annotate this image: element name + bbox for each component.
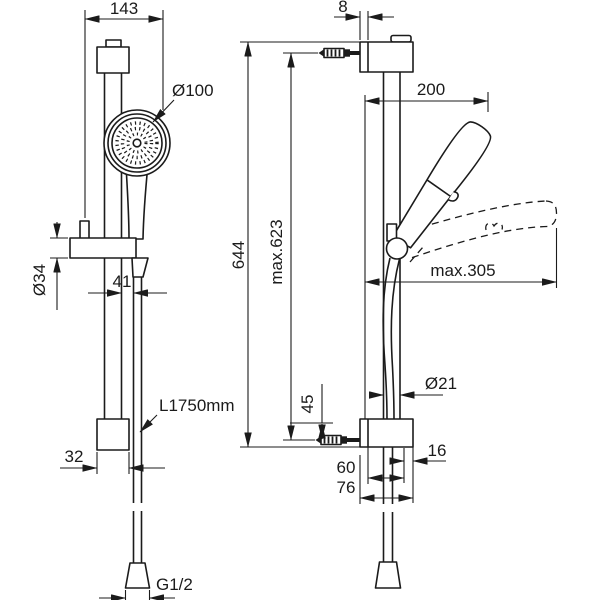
front-shower-head xyxy=(103,109,171,177)
front-top-bracket xyxy=(96,39,130,74)
front-handle xyxy=(125,163,149,240)
dim-holder-size: Ø34 xyxy=(30,222,68,310)
side-hose-lower xyxy=(374,447,402,589)
side-head-button xyxy=(448,190,459,202)
dim-45-label: 45 xyxy=(298,395,317,414)
front-slider-holder xyxy=(69,220,137,259)
dim-flange-depth: 8 xyxy=(334,0,394,40)
dim-screw-offset: 45 xyxy=(298,384,326,440)
dim-max-height: max.623 xyxy=(267,52,295,441)
side-shower-head xyxy=(392,121,492,249)
dim-hose-offset: 41 xyxy=(88,272,167,297)
top-wall-screw-icon xyxy=(318,47,360,59)
dim-76-label: 76 xyxy=(337,478,356,497)
side-bottom-bracket xyxy=(359,418,414,448)
dim-d34-label: Ø34 xyxy=(30,264,49,296)
dim-overall-width: 143 xyxy=(84,0,164,218)
dim-8-label: 8 xyxy=(338,0,347,16)
dim-max-reach: max.305 xyxy=(364,228,558,288)
nozzle-ring-outer xyxy=(115,121,159,165)
side-pivot-ball xyxy=(385,237,409,260)
front-bottom-bracket xyxy=(96,418,130,451)
dim-32-label: 32 xyxy=(65,447,84,466)
dim-top-reach: 200 xyxy=(364,80,489,112)
side-hose-nut xyxy=(374,561,402,589)
dim-offset-60: 60 xyxy=(337,447,405,484)
dim-d100-label: Ø100 xyxy=(172,81,214,100)
dim-d21-label: Ø21 xyxy=(425,374,457,393)
dim-200-label: 200 xyxy=(417,80,445,99)
dim-thread: G1/2 xyxy=(99,575,193,600)
dim-hose-length: L1750mm xyxy=(139,396,235,433)
dim-head-diameter: Ø100 xyxy=(152,81,214,123)
front-slider-knob xyxy=(79,220,90,240)
dim-60-label: 60 xyxy=(337,458,356,477)
dim-offset-76: 76 xyxy=(337,455,414,504)
dim-offset-16: 16 xyxy=(389,441,447,503)
dim-143-label: 143 xyxy=(110,0,138,18)
front-dimensions: 143 Ø100 Ø34 41 32 xyxy=(30,0,235,600)
dim-max305-label: max.305 xyxy=(430,261,495,280)
dim-16-label: 16 xyxy=(428,441,447,460)
side-view xyxy=(240,34,558,589)
side-dimensions: 8 200 644 max.623 max.305 Ø21 xyxy=(229,0,558,504)
dim-l1750-label: L1750mm xyxy=(159,396,235,415)
dim-bracket-width: 32 xyxy=(60,447,165,474)
dim-g12-label: G1/2 xyxy=(156,575,193,594)
nozzle-ring-inner xyxy=(126,132,148,154)
side-reference-lines xyxy=(240,41,366,448)
dim-644-label: 644 xyxy=(229,241,248,269)
front-view xyxy=(69,39,171,589)
side-top-bracket xyxy=(359,34,414,73)
dim-41-label: 41 xyxy=(113,272,132,291)
front-hose-nut xyxy=(124,562,151,589)
dim-max623-label: max.623 xyxy=(267,219,286,284)
dim-rail-diameter: Ø21 xyxy=(368,374,457,399)
nozzle-ring-middle xyxy=(120,126,154,160)
dim-overall-height: 644 xyxy=(229,41,252,448)
